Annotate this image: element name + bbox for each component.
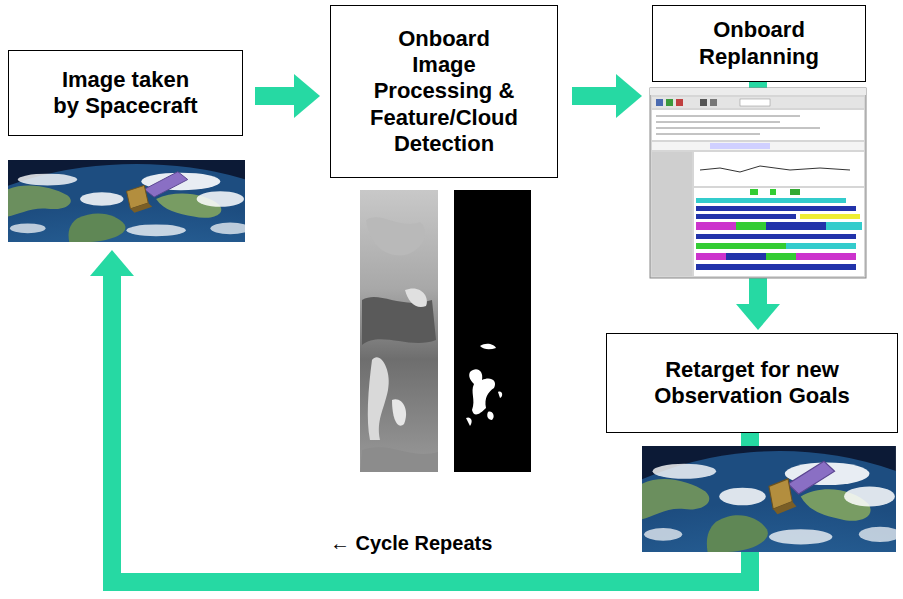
box-label: Onboard Replanning bbox=[664, 17, 854, 70]
earth-illustration-part bbox=[0, 160, 413, 546]
process-box: Image taken by Spacecraft bbox=[8, 50, 243, 136]
detection-mask-image-part bbox=[466, 417, 472, 426]
planner-screenshot-part bbox=[710, 143, 770, 149]
process-box: Retarget for new Observation Goals bbox=[606, 333, 898, 433]
arrow-head bbox=[90, 250, 134, 276]
planner-screenshot-part bbox=[710, 99, 717, 106]
planner-screenshot-part bbox=[750, 189, 758, 195]
arrow-shaft bbox=[572, 87, 616, 105]
arrow-head bbox=[736, 304, 780, 330]
edge-label: ← Cycle Repeats bbox=[326, 532, 496, 555]
detection-mask-image-part bbox=[469, 369, 495, 414]
planner-screenshot-part bbox=[786, 243, 856, 249]
arrow-shaft bbox=[255, 87, 294, 105]
grayscale-image-part bbox=[405, 288, 427, 307]
planner-screenshot-part bbox=[696, 206, 856, 211]
planner-screenshot-part bbox=[656, 134, 760, 135]
grayscale-image-part bbox=[366, 217, 425, 255]
detection-mask-image-part bbox=[480, 344, 496, 349]
planner-screenshot-part bbox=[656, 122, 780, 123]
box-text-group: Image taken by Spacecraft bbox=[51, 67, 201, 120]
planner-screenshot-part bbox=[666, 99, 673, 106]
flow-arrow bbox=[255, 74, 320, 118]
detection-mask-image-part bbox=[487, 412, 493, 420]
detection-mask-image bbox=[454, 190, 531, 472]
planner-screenshot-part bbox=[696, 253, 726, 260]
flow-arrow bbox=[736, 82, 780, 330]
planner-screenshot-part bbox=[766, 222, 826, 230]
grayscale-image-part bbox=[392, 399, 406, 425]
planner-screenshot-part bbox=[650, 88, 866, 95]
planner-screenshot-part bbox=[796, 253, 856, 260]
planner-screenshot-part bbox=[770, 189, 776, 195]
earth-illustration-part bbox=[483, 446, 903, 599]
planner-screenshot-part bbox=[790, 189, 800, 195]
planner-screenshot-part bbox=[656, 128, 820, 129]
grayscale-image bbox=[360, 190, 438, 472]
grayscale-image-part bbox=[360, 190, 438, 472]
grayscale-image-part bbox=[362, 297, 436, 345]
planner-screenshot-part bbox=[726, 253, 766, 260]
planner-screenshot-part bbox=[766, 253, 796, 260]
planner-screenshot-part bbox=[694, 188, 864, 276]
planner-screenshot-part bbox=[652, 142, 864, 150]
planner-screenshot-part bbox=[696, 243, 786, 249]
planner-screenshot-part bbox=[652, 110, 864, 140]
planner-screenshot-part bbox=[650, 88, 866, 278]
box-text-group: Onboard Replanning bbox=[664, 17, 854, 70]
planner-screenshot-part bbox=[656, 99, 663, 106]
box-label: Image taken by Spacecraft bbox=[51, 67, 201, 120]
flow-arrow bbox=[572, 74, 642, 118]
planner-screenshot-part bbox=[696, 222, 736, 230]
planner-screenshot bbox=[650, 88, 866, 278]
detection-mask-image-part bbox=[454, 190, 531, 472]
process-box: Onboard Image Processing & Feature/Cloud… bbox=[330, 5, 558, 178]
planner-screenshot-part bbox=[826, 222, 862, 230]
planner-screenshot-part bbox=[700, 166, 850, 172]
process-box: Onboard Replanning bbox=[652, 5, 866, 82]
planner-screenshot-part bbox=[800, 214, 860, 219]
planner-screenshot-part bbox=[696, 264, 856, 270]
box-label: Retarget for new Observation Goals bbox=[637, 357, 867, 410]
earth-illustration bbox=[0, 160, 413, 546]
planner-screenshot-part bbox=[696, 234, 856, 239]
box-label: Onboard Image Processing & Feature/Cloud… bbox=[365, 26, 523, 158]
earth-illustration bbox=[483, 446, 903, 599]
planner-screenshot-part bbox=[696, 214, 796, 219]
grayscale-image-part bbox=[368, 357, 389, 440]
planner-screenshot-part bbox=[694, 152, 864, 186]
grayscale-image-part bbox=[360, 447, 438, 472]
box-text-group: Retarget for new Observation Goals bbox=[637, 357, 867, 410]
planner-screenshot-part bbox=[676, 99, 683, 106]
planner-screenshot-part bbox=[652, 152, 692, 276]
planner-screenshot-part bbox=[656, 116, 800, 117]
planner-screenshot-part bbox=[700, 99, 707, 106]
detection-mask-image-part bbox=[498, 392, 502, 398]
planner-screenshot-part bbox=[696, 198, 846, 203]
arrow-head bbox=[294, 74, 320, 118]
arrow-shaft bbox=[749, 82, 767, 304]
planner-screenshot-part bbox=[740, 99, 770, 106]
planner-screenshot-part bbox=[736, 222, 766, 230]
box-text-group: Onboard Image Processing & Feature/Cloud… bbox=[365, 26, 523, 158]
planner-screenshot-part bbox=[652, 97, 864, 108]
arrow-head bbox=[616, 74, 642, 118]
